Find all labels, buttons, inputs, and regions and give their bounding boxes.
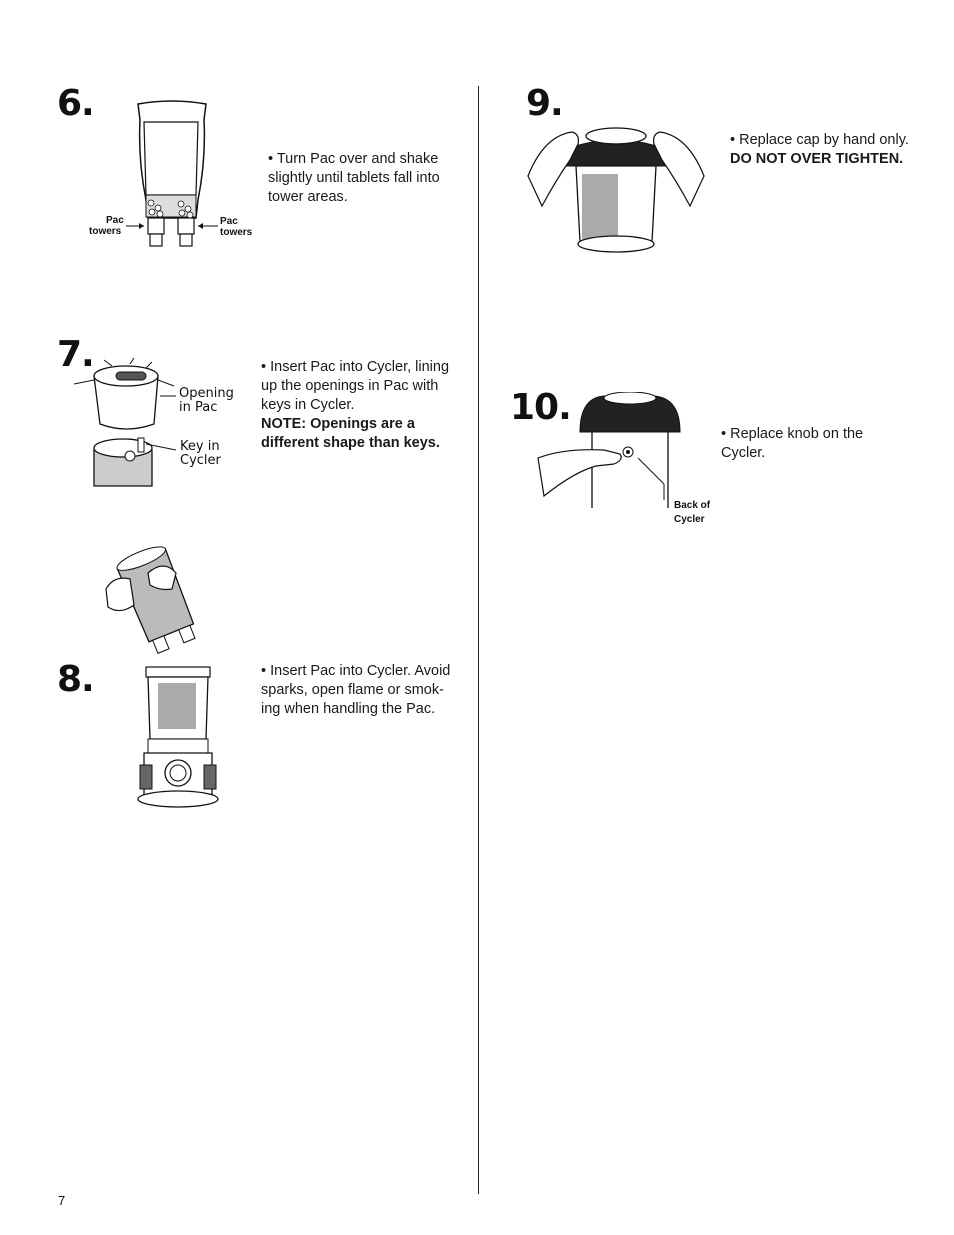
step-10-number: 10. [510,387,572,428]
step-9-number: 9. [526,83,564,124]
page-number: 7 [58,1193,66,1208]
pac-towers-right-label-line2: towers [220,227,253,238]
step-7-text-line: keys in Cycler. [261,397,355,413]
step-9-note-line: DO NOT OVER TIGHTEN. [730,151,904,167]
step-10-text-line: Cycler. [721,445,766,461]
column-divider [478,86,479,1194]
step-9-text-line: • Replace cap by hand only. [730,132,909,148]
step-7-text-line: • Insert Pac into Cycler, lining [261,359,450,375]
back-of-cycler-label-line2: Cycler [674,514,705,525]
step-9-replace-cap-illustration [527,127,705,253]
step-8-text-line: sparks, open flame or smok- [261,682,444,698]
step-7-number: 7. [57,334,95,375]
step-8-number: 8. [57,659,95,700]
step-6-text-line: tower areas. [268,189,348,205]
step-6-text: • Turn Pac over and shake slightly until… [268,150,440,207]
step-8-text-line: ing when handling the Pac. [261,701,436,717]
key-in-cycler-label-line1: Key in [180,439,220,454]
step-10-text-line: • Replace knob on the [721,426,864,442]
back-of-cycler-label-line1: Back of [674,500,711,511]
opening-in-pac-label-line2: in Pac [179,400,217,415]
step-7-note-line: different shape than keys. [261,435,440,451]
step-6-pac-illustration: Pac towers Pac towers [89,100,253,247]
step-6-text-line: • Turn Pac over and shake [268,151,439,167]
step-7-insert-illustration: Opening in Pac Key in Cycler [74,358,234,487]
step-9-text: • Replace cap by hand only. DO NOT OVER … [730,131,909,169]
step-8-insert-pac-illustration [105,546,219,808]
step-6-number: 6. [57,83,95,124]
key-in-cycler-label-line2: Cycler [180,453,222,468]
step-6-text-line: slightly until tablets fall into [268,170,440,186]
opening-in-pac-label-line1: Opening [179,386,234,401]
pac-towers-left-label-line1: Pac [106,215,124,226]
step-10-text: • Replace knob on the Cycler. [721,425,863,463]
step-7-text-line: up the openings in Pac with [261,378,439,394]
step-7-text: • Insert Pac into Cycler, lining up the … [261,358,449,453]
pac-towers-right-label-line1: Pac [220,216,238,227]
step-7-note-line: NOTE: Openings are a [261,416,415,432]
pac-towers-left-label-line2: towers [89,226,122,237]
step-8-text: • Insert Pac into Cycler. Avoid sparks, … [261,662,450,719]
step-8-text-line: • Insert Pac into Cycler. Avoid [261,663,451,679]
step-10-replace-knob-illustration: Back of Cycler [537,392,711,525]
